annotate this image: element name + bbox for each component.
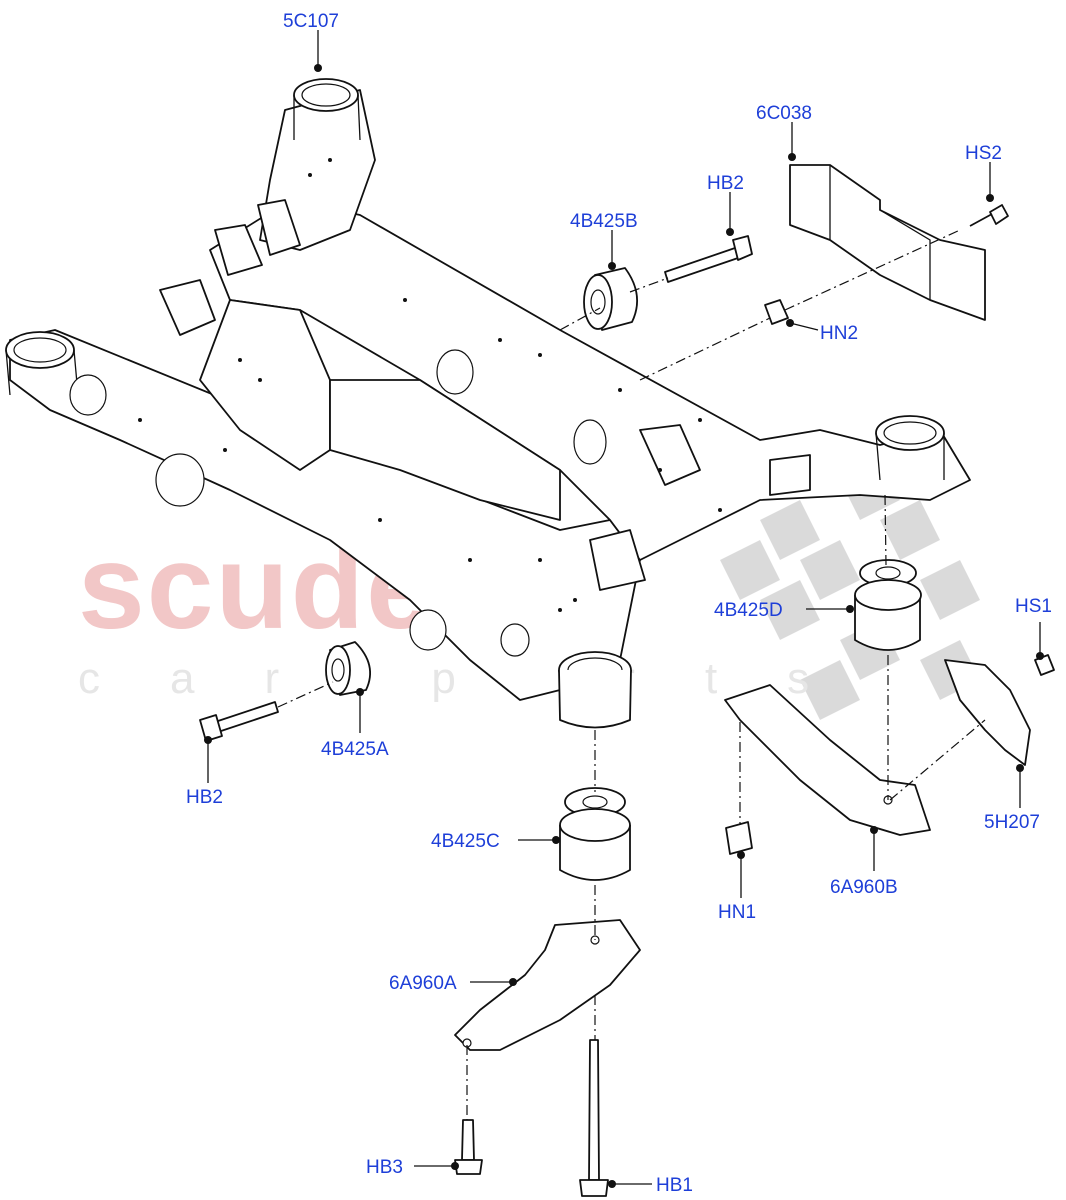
watermark: scuderia car parts	[78, 460, 980, 720]
bush-4B425B	[583, 267, 639, 331]
bolt-HB3	[454, 1119, 483, 1175]
label-HB2-top: HB2	[707, 173, 744, 194]
callout-labels: 5C107 6C038 HS2 HB2 4B425B HN2 4B425D HS…	[186, 11, 1052, 1196]
label-HB1: HB1	[656, 1175, 693, 1196]
bolt-HB1	[579, 1039, 609, 1197]
nut-HN2	[764, 299, 789, 325]
bracket-5H207	[944, 659, 1031, 766]
bolt-HB2-bottom	[199, 701, 279, 742]
rear-subframe	[5, 78, 971, 729]
label-4B425D: 4B425D	[714, 600, 783, 621]
bracket-6A960A	[454, 919, 641, 1051]
label-4B425C: 4B425C	[431, 831, 500, 852]
assembly-lines	[277, 229, 986, 1120]
bush-4B425C	[559, 787, 631, 881]
leader-lines	[204, 30, 1044, 1188]
label-6A960A: 6A960A	[389, 973, 457, 994]
bolt-HB2-top	[664, 235, 753, 283]
label-HB2-bottom: HB2	[186, 787, 223, 808]
brace-6C038	[789, 164, 986, 321]
label-HS2: HS2	[965, 143, 1002, 164]
label-4B425B: 4B425B	[570, 211, 638, 232]
bolt-HS2	[969, 204, 1009, 227]
nut-HN1	[725, 821, 753, 855]
label-HB3: HB3	[366, 1157, 403, 1178]
label-5H207: 5H207	[984, 812, 1040, 833]
label-HN2: HN2	[820, 323, 858, 344]
bush-4B425D	[854, 559, 922, 651]
label-6A960B: 6A960B	[830, 877, 898, 898]
label-HN1: HN1	[718, 902, 756, 923]
bush-4B425A	[325, 641, 371, 696]
label-6C038: 6C038	[756, 103, 812, 124]
label-5C107: 5C107	[283, 11, 339, 32]
watermark-tagline: car parts	[78, 654, 879, 703]
label-4B425A: 4B425A	[321, 739, 389, 760]
subframe-holes	[138, 158, 722, 612]
label-HS1: HS1	[1015, 596, 1052, 617]
